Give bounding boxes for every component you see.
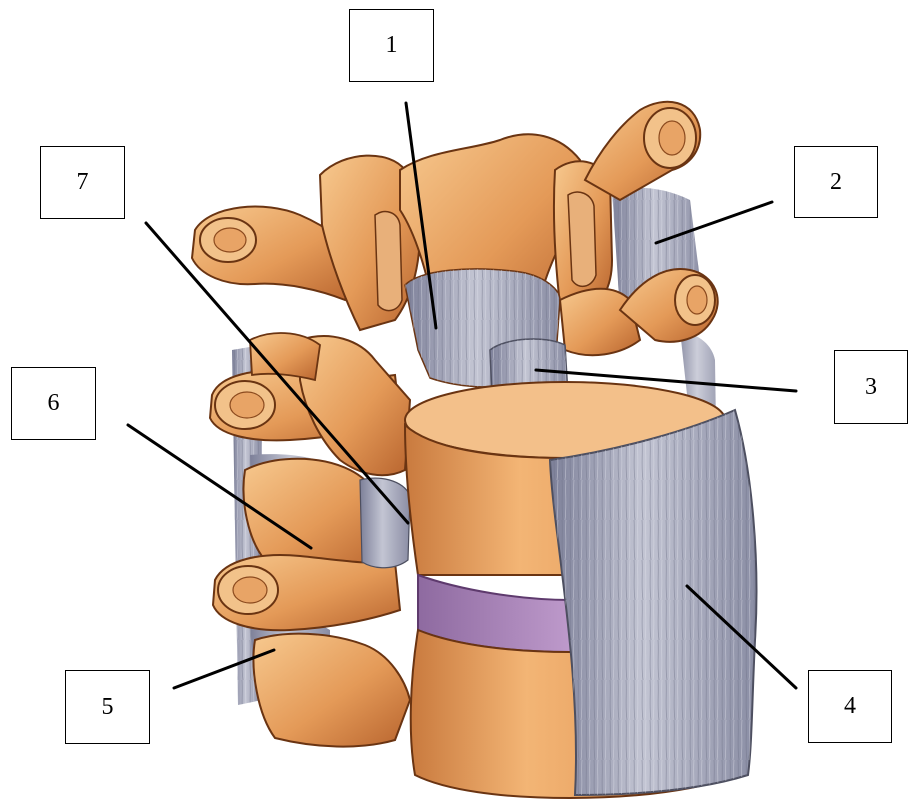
label-text-7: 7: [77, 169, 89, 196]
label-text-3: 3: [865, 374, 877, 401]
label-text-1: 1: [386, 32, 398, 59]
label-text-2: 2: [830, 169, 842, 196]
label-box-5: 5: [65, 670, 150, 744]
label-box-7: 7: [40, 146, 125, 219]
anterior-longitudinal-ligament: [550, 410, 756, 795]
label-text-5: 5: [102, 694, 114, 721]
label-box-6: 6: [11, 367, 96, 440]
label-text-6: 6: [48, 390, 60, 417]
label-text-4: 4: [844, 693, 856, 720]
label-box-4: 4: [808, 670, 892, 743]
label-box-3: 3: [834, 350, 908, 424]
label-box-2: 2: [794, 146, 878, 218]
label-box-1: 1: [349, 9, 434, 82]
